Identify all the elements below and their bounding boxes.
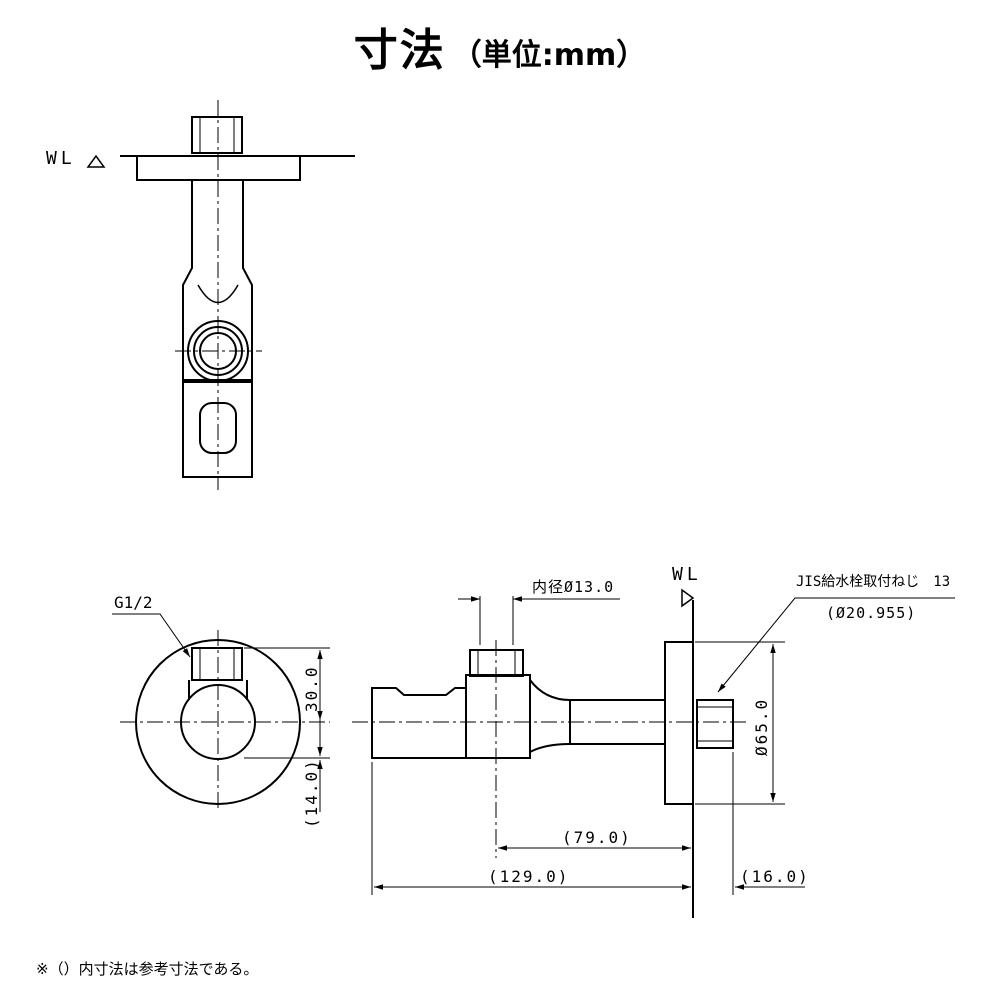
side-wall-thread <box>696 699 734 749</box>
front-view <box>112 613 330 812</box>
wl-side-label: WL <box>672 564 702 585</box>
dim-16-label: (16.0) <box>740 867 810 886</box>
top-view <box>86 100 355 490</box>
side-handle <box>371 687 467 759</box>
dim-129-label: (129.0) <box>488 867 569 886</box>
dim-30-label: 30.0 <box>302 665 321 712</box>
g-thread-label: G1/2 <box>114 593 153 612</box>
dim-79-label: (79.0) <box>562 828 632 847</box>
side-wl-triangle <box>681 588 695 608</box>
front-thread <box>191 647 243 681</box>
side-body <box>465 674 531 759</box>
title-main: 寸法 <box>353 25 446 76</box>
side-view <box>352 588 955 918</box>
wl-top-label: WL <box>46 148 76 169</box>
dim-14-label: (14.0) <box>302 758 321 828</box>
side-flange <box>664 641 694 805</box>
top-wl-triangle <box>86 154 106 168</box>
page-title: 寸法（単位:mm） <box>0 14 1000 78</box>
top-thread-stub <box>191 116 243 154</box>
jis-diameter-label: (Ø20.955) <box>826 604 916 622</box>
footnote: ※（）内寸法は参考寸法である。 <box>36 960 259 978</box>
dim-65-label: Ø65.0 <box>752 698 771 756</box>
title-unit: （単位:mm） <box>451 38 647 73</box>
inner-diameter-label: 内径Ø13.0 <box>532 578 614 596</box>
jis-thread-label: JIS給水栓取付ねじ 13 <box>796 574 950 590</box>
